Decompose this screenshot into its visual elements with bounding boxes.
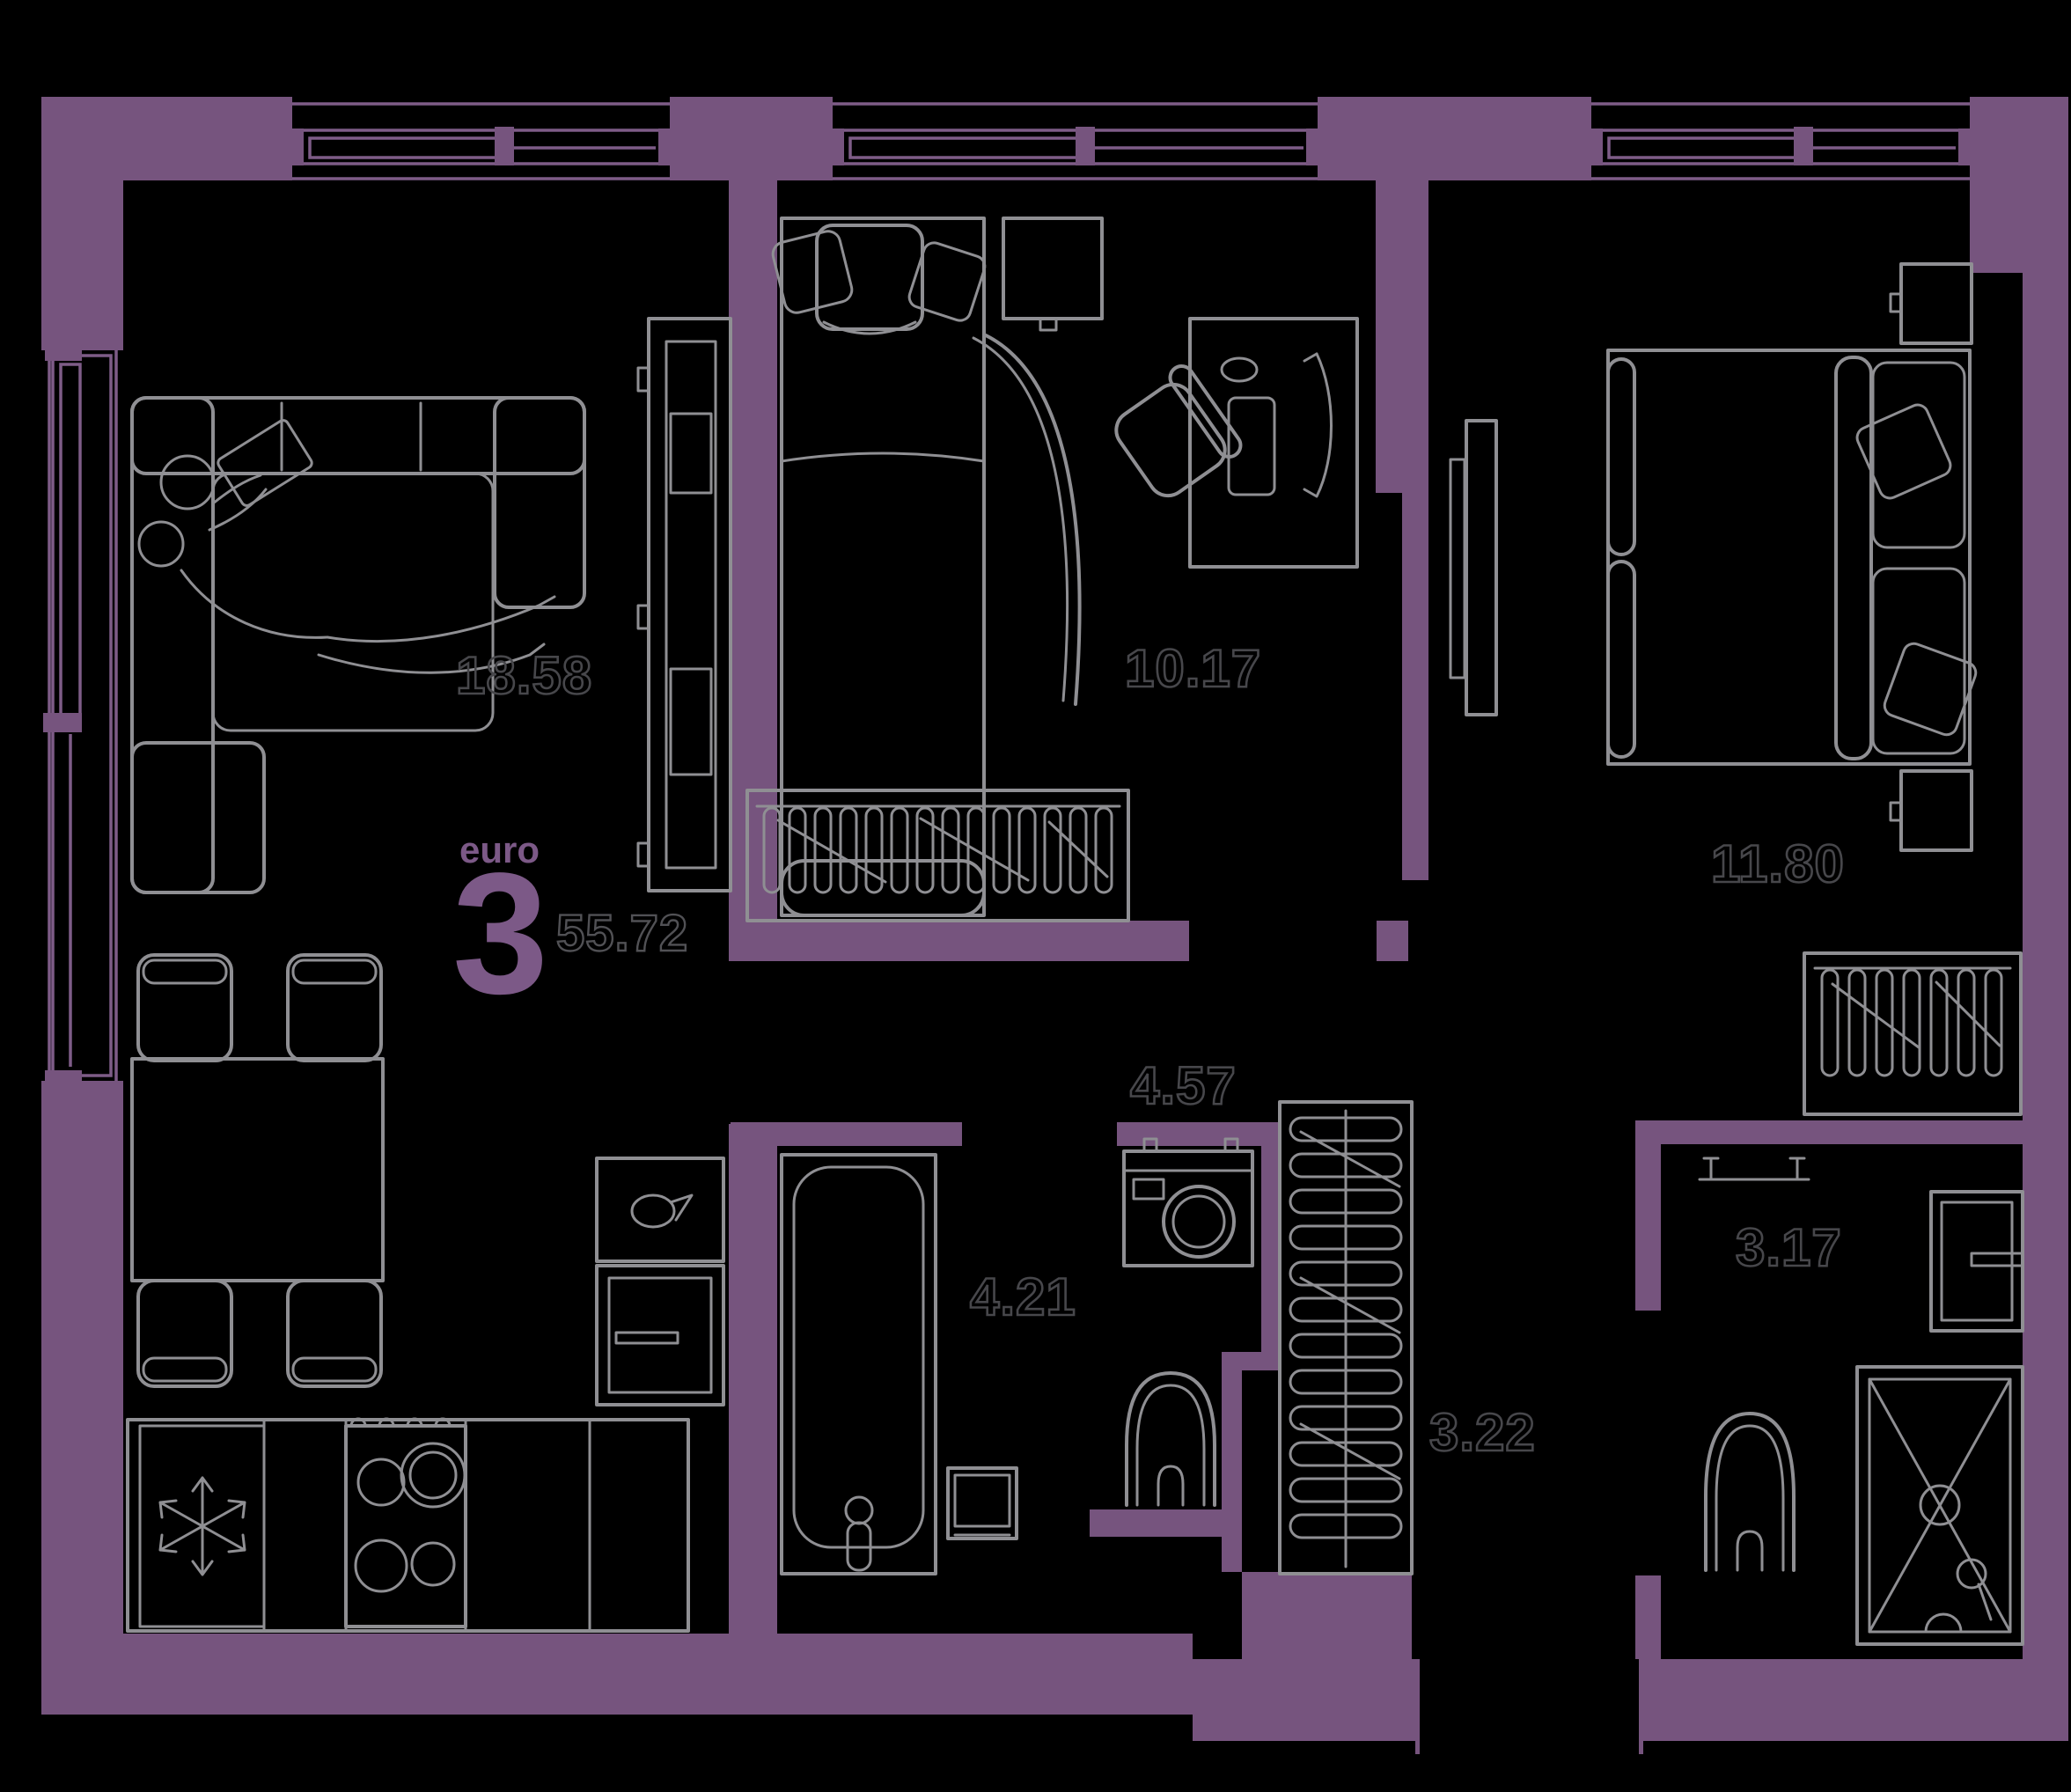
toilet-main — [1125, 1371, 1216, 1507]
room-labels: 18.58 10.17 11.80 4.57 4.21 3.22 3.17 — [455, 638, 1845, 1464]
unit-type-label: euro — [459, 829, 540, 870]
oven-cabinet — [595, 1264, 725, 1406]
stove — [344, 1417, 467, 1628]
burner-icon — [410, 1541, 456, 1587]
washing-machine — [1122, 1137, 1254, 1267]
entry-door-jamb — [1415, 1659, 1420, 1754]
burner-icon — [356, 1458, 406, 1507]
pillow — [771, 230, 854, 314]
burner-icon — [400, 1442, 466, 1509]
shower-head-icon — [1956, 1558, 1987, 1590]
room-area-label-living: 18.58 — [456, 646, 592, 705]
room-area-label-wardrobe: 3.22 — [1429, 1403, 1536, 1462]
wardrobe-hangers-hall — [1278, 1100, 1414, 1575]
nightstand-master-bottom — [1889, 769, 1973, 852]
window-left-tall — [43, 349, 118, 1083]
burner-icon — [354, 1539, 408, 1593]
desk-chair — [1114, 364, 1243, 498]
unit-rooms-count: 3 — [452, 837, 548, 1030]
nightstand-master-top — [1889, 262, 1973, 345]
kitchen-counter — [126, 1418, 690, 1633]
room-area-label-bedroom: 10.17 — [1125, 639, 1261, 698]
room-area-label-bathroom: 4.21 — [970, 1267, 1076, 1326]
small-sink — [946, 1466, 1018, 1540]
room-area-label-master: 11.80 — [1711, 834, 1845, 893]
person-reading — [137, 419, 556, 674]
unit-total-area: 55.72 — [556, 905, 688, 962]
pillow — [815, 224, 924, 331]
fridge — [138, 1424, 266, 1628]
window-top-2 — [831, 102, 1319, 180]
dining-table — [130, 953, 385, 1388]
wardrobe-hangers-small-bedroom — [745, 789, 1130, 922]
sofa-corner — [130, 396, 586, 894]
window-top-3 — [1590, 102, 1972, 180]
entry-door-jamb — [1639, 1659, 1643, 1754]
nightstand — [1002, 217, 1104, 332]
pillow — [907, 241, 987, 322]
room-area-label-shower: 3.17 — [1736, 1218, 1842, 1277]
pillow — [1855, 403, 1952, 500]
tv-master — [1449, 419, 1498, 716]
shower-tray — [1855, 1365, 2024, 1646]
desk — [1188, 317, 1359, 569]
bed-master — [1606, 349, 1978, 766]
kitchen-sink — [595, 1157, 725, 1263]
pillow — [1871, 361, 1966, 549]
bed-small — [771, 217, 1082, 917]
window-top-1 — [290, 102, 672, 180]
snowflake-icon — [158, 1476, 246, 1576]
unit-badge: euro 3 55.72 — [452, 829, 688, 1030]
wardrobe-hangers-master — [1803, 951, 2023, 1116]
bathtub — [780, 1153, 937, 1575]
tv-cabinet — [636, 317, 732, 892]
room-area-label-hallway: 4.57 — [1130, 1056, 1237, 1115]
toilet-shower-room — [1704, 1412, 1796, 1572]
pillow — [1883, 642, 1978, 737]
sink-shower-room — [1929, 1190, 2024, 1333]
towel-rail — [1698, 1157, 1810, 1181]
walls — [41, 97, 2068, 1754]
bath-tap-icon — [844, 1495, 874, 1525]
